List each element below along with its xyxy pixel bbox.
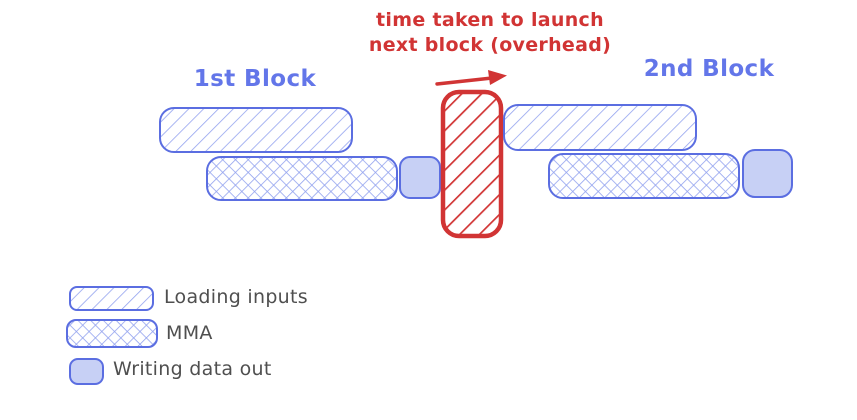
block2-writeout-bar xyxy=(742,149,793,198)
overhead-arrow-icon xyxy=(435,70,507,86)
overhead-label-line2: next block (overhead) xyxy=(368,34,612,56)
overhead-label-line1: time taken to launch xyxy=(376,9,604,31)
legend-writeout-swatch xyxy=(69,358,104,385)
legend-mma-swatch xyxy=(66,319,158,348)
block1-writeout-bar xyxy=(399,156,441,199)
legend-mma-label: MMA xyxy=(166,322,213,344)
legend-loading-swatch xyxy=(69,286,154,311)
overhead-bar xyxy=(440,89,504,239)
legend-writing-label: Writing data out xyxy=(113,358,272,380)
block2-mma-bar xyxy=(548,153,740,199)
block1-mma-bar xyxy=(206,156,398,201)
block1-label: 1st Block xyxy=(193,66,317,92)
legend-loading-label: Loading inputs xyxy=(164,286,308,308)
block2-label: 2nd Block xyxy=(643,56,775,82)
block2-loading-bar xyxy=(503,104,697,151)
block1-loading-bar xyxy=(159,107,353,153)
